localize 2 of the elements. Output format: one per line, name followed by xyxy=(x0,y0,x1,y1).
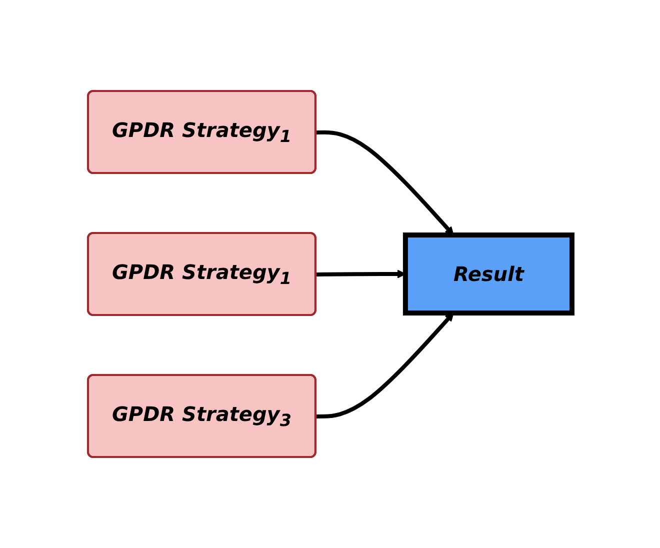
arrow xyxy=(316,130,454,236)
arrow xyxy=(316,270,406,278)
